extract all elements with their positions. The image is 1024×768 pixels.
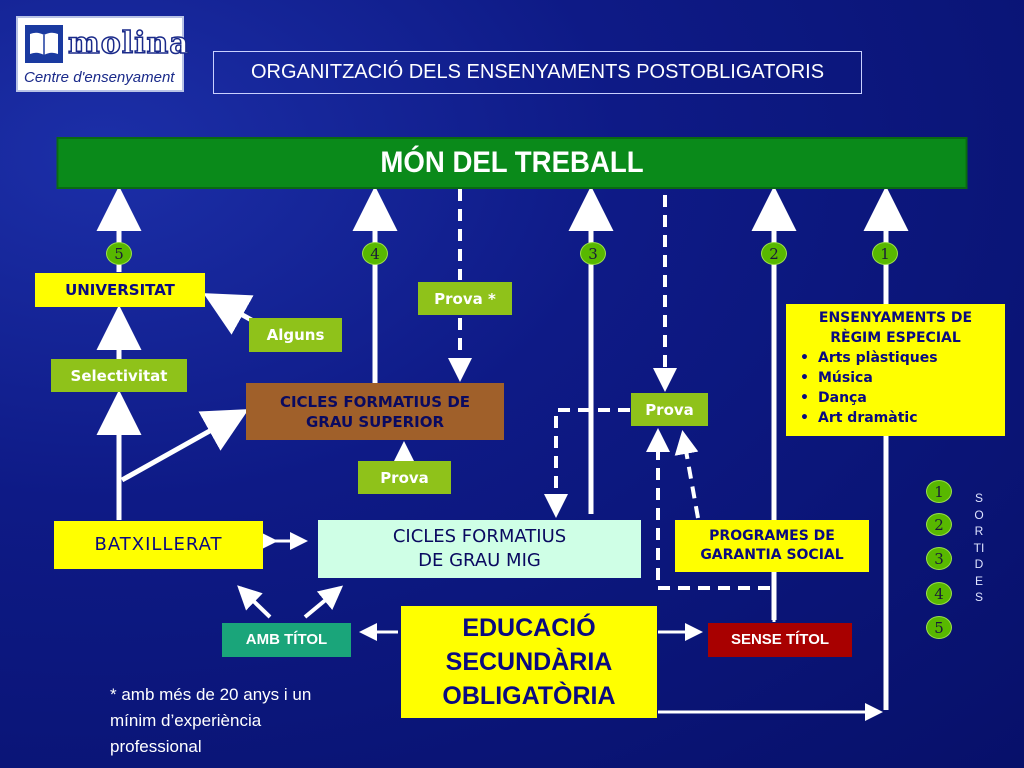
- mid-vocational-box: CICLES FORMATIUS DE GRAU MIG: [318, 520, 641, 578]
- exit-number-3: 3: [580, 242, 606, 265]
- compulsory-secondary-box: EDUCACIÓ SECUNDÀRIA OBLIGATÒRIA: [401, 606, 657, 718]
- arrow-amb-batx: [237, 585, 272, 619]
- book-icon: [25, 25, 63, 63]
- legend-number-2: 2: [926, 513, 952, 536]
- without-diploma-box: SENSE TÍTOL: [708, 623, 852, 657]
- legend-number-4: 4: [926, 582, 952, 605]
- list-item: Arts plàstiques: [800, 348, 997, 368]
- baccalaureate-box: BATXILLERAT: [54, 521, 263, 569]
- logo-subtitle: Centre d'ensenyament: [24, 69, 175, 86]
- world-of-work-bar: MÓN DEL TREBALL: [56, 137, 968, 189]
- list-item: Música: [800, 368, 997, 388]
- arrow-alguns-univ: [203, 293, 257, 335]
- exit-number-2: 2: [761, 242, 787, 265]
- special-regime-box: ENSENYAMENTS DE RÈGIM ESPECIAL Arts plàs…: [786, 304, 1005, 436]
- exit-number-1: 1: [872, 242, 898, 265]
- selectivity-box: Selectivitat: [51, 359, 187, 392]
- legend-number-5: 5: [926, 616, 952, 639]
- dash-pgs-prova: [674, 430, 700, 519]
- legend-number-3: 3: [926, 547, 952, 570]
- exit-number-5: 5: [106, 242, 132, 265]
- with-diploma-box: AMB TÍTOL: [222, 623, 351, 657]
- list-item: Art dramàtic: [800, 408, 997, 428]
- logo-wordmark: molina: [67, 25, 190, 62]
- dash-loop-prova: [646, 428, 770, 590]
- arrow-batx-cfgs: [120, 409, 249, 483]
- higher-vocational-box: CICLES FORMATIUS DE GRAU SUPERIOR: [246, 383, 504, 440]
- exam-over-20-box: Prova *: [418, 282, 512, 315]
- list-item: Dança: [800, 388, 997, 408]
- dash-prova-cfgm: [544, 408, 630, 518]
- footnote: * amb més de 20 anys i un mínim d’experi…: [110, 685, 312, 756]
- some-students-box: Alguns: [249, 318, 342, 352]
- arrow-amb-cfgm: [303, 585, 344, 619]
- exam-right-box: Prova: [631, 393, 708, 426]
- logo: molina Centre d'ensenyament: [16, 16, 190, 92]
- exits-legend-label: SORTIDES: [973, 491, 985, 604]
- exit-number-4: 4: [362, 242, 388, 265]
- page-title: ORGANITZACIÓ DELS ENSENYAMENTS POSTOBLIG…: [213, 51, 862, 94]
- university-box: UNIVERSITAT: [35, 273, 205, 307]
- social-guarantee-box: PROGRAMES DE GARANTIA SOCIAL: [675, 520, 869, 572]
- exam-cfgs-box: Prova: [358, 461, 451, 494]
- special-regime-list: Arts plàstiques Música Dança Art dramàti…: [794, 348, 997, 428]
- special-regime-title: ENSENYAMENTS DE RÈGIM ESPECIAL: [818, 310, 973, 346]
- legend-number-1: 1: [926, 480, 952, 503]
